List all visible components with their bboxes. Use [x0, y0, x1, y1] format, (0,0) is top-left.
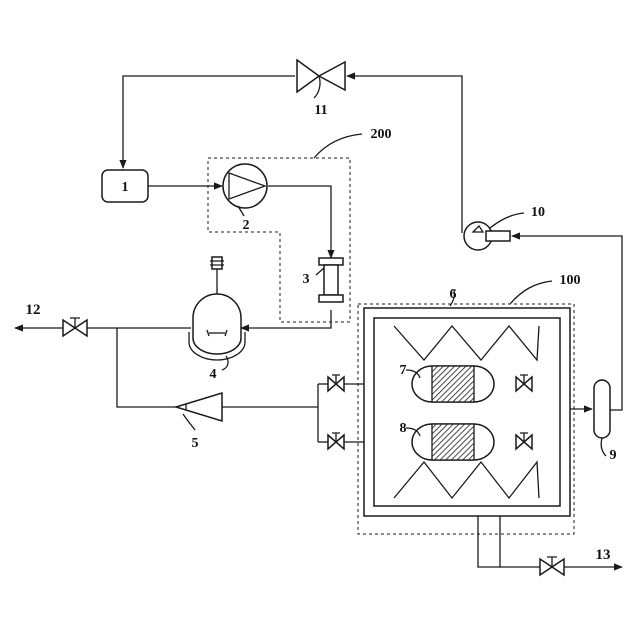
furnace-6: [364, 290, 570, 516]
pump-2: [223, 164, 267, 216]
label-10: 10: [531, 205, 545, 220]
blower-10: [464, 213, 524, 250]
label-5: 5: [192, 436, 199, 451]
label-9: 9: [610, 448, 617, 463]
label-6: 6: [450, 287, 457, 302]
compressor-11: [297, 60, 345, 98]
label-11: 11: [314, 103, 327, 118]
valve-inlet-8: [328, 433, 344, 449]
separator-9: [594, 380, 610, 456]
label-13: 13: [596, 547, 611, 563]
stirred-tank-4: [189, 257, 245, 370]
label-7: 7: [400, 363, 407, 378]
label-1: 1: [122, 180, 129, 195]
label-12: 12: [26, 302, 41, 318]
reactor-8: [406, 424, 494, 460]
reactor-7: [406, 366, 494, 402]
label-200: 200: [371, 127, 392, 142]
dashed-boundary-200: [208, 134, 362, 322]
filter-3: [316, 258, 343, 302]
label-4: 4: [210, 367, 217, 382]
label-3: 3: [303, 272, 310, 287]
valve-13-line: [540, 557, 564, 575]
label-8: 8: [400, 421, 407, 436]
valve-inlet-7: [328, 375, 344, 391]
pump-5: [176, 393, 222, 430]
label-100: 100: [560, 273, 581, 288]
valve-12-line: [63, 318, 87, 336]
label-2: 2: [243, 218, 250, 233]
